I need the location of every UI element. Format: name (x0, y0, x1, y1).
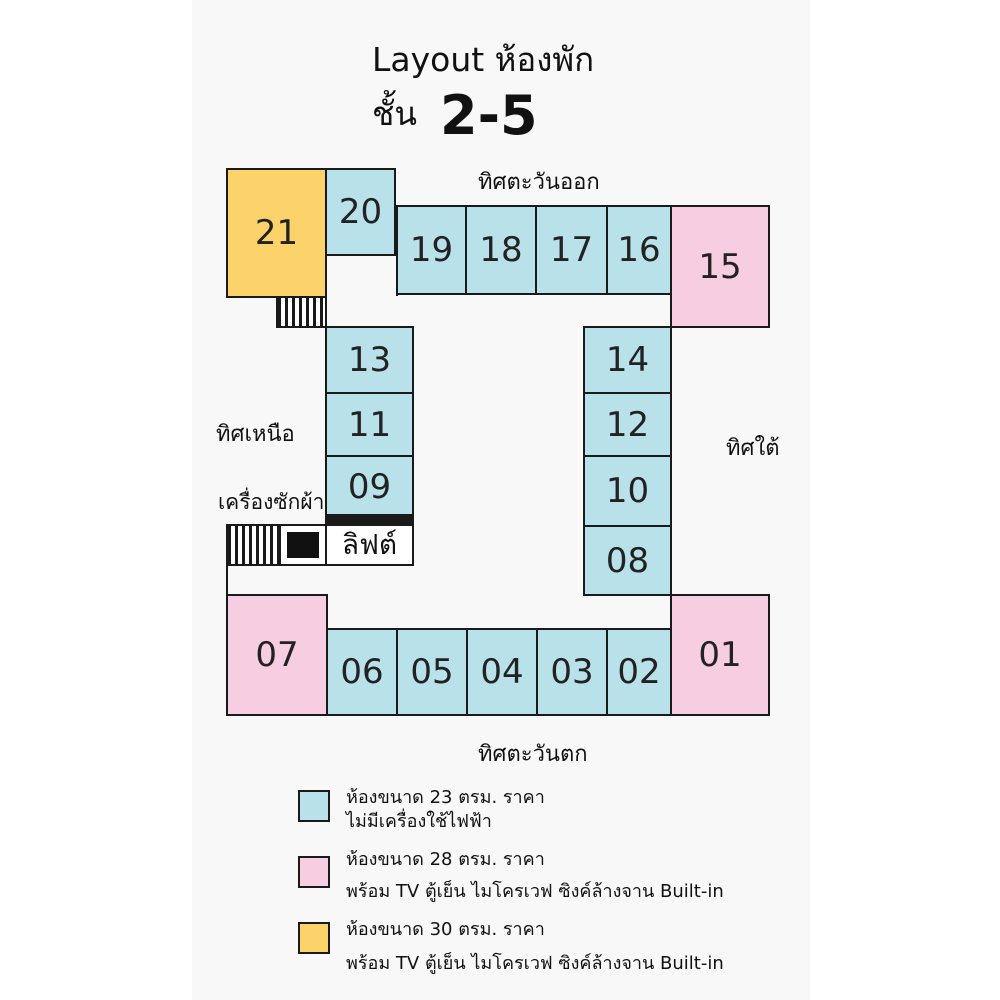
room-16[interactable]: 16 (606, 205, 672, 295)
room-08[interactable]: 08 (583, 525, 672, 596)
legend-swatch-yellow (298, 922, 330, 954)
legend-pink-line2: พร้อม TV ตู้เย็น ไมโครเวฟ ซิงค์ล้างจาน B… (346, 881, 724, 902)
room-15[interactable]: 15 (670, 205, 770, 328)
legend-pink-line1: ห้องขนาด 28 ตรม. ราคา (346, 849, 545, 870)
lift: ลิฟต์ (325, 524, 414, 566)
room-21[interactable]: 21 (226, 168, 327, 298)
washing-machine-icon (287, 532, 319, 558)
legend-swatch-blue (298, 790, 330, 822)
floor-label: ชั้น (372, 94, 417, 133)
stairs-top (276, 296, 327, 328)
corridor-wall-left (226, 564, 228, 596)
background-panel (192, 0, 810, 1000)
lift-header-bar (325, 514, 414, 526)
room-03[interactable]: 03 (536, 628, 608, 716)
room-04[interactable]: 04 (466, 628, 538, 716)
legend-swatch-pink (298, 856, 330, 888)
room-19[interactable]: 19 (396, 205, 467, 295)
room-01[interactable]: 01 (670, 594, 770, 716)
room-14[interactable]: 14 (583, 326, 672, 394)
room-06[interactable]: 06 (326, 628, 398, 716)
room-12[interactable]: 12 (583, 392, 672, 457)
legend-yellow-line1: ห้องขนาด 30 ตรม. ราคา (346, 919, 545, 940)
room-11[interactable]: 11 (325, 392, 414, 457)
room-02[interactable]: 02 (606, 628, 672, 716)
laundry-label: เครื่องซักผ้า (218, 490, 325, 514)
room-17[interactable]: 17 (535, 205, 608, 295)
room-20[interactable]: 20 (325, 168, 396, 256)
direction-south: ทิศใต้ (726, 436, 780, 461)
direction-west: ทิศตะวันตก (478, 742, 588, 767)
direction-east: ทิศตะวันออก (478, 170, 600, 195)
direction-north: ทิศเหนือ (216, 422, 295, 447)
corridor-wall-top (325, 254, 398, 296)
room-05[interactable]: 05 (396, 628, 468, 716)
legend-blue-line2: ไม่มีเครื่องใช้ไฟฟ้า (346, 811, 492, 832)
page-title: Layout ห้องพัก (372, 40, 595, 79)
room-10[interactable]: 10 (583, 455, 672, 527)
room-07[interactable]: 07 (226, 594, 328, 716)
room-09[interactable]: 09 (325, 455, 414, 518)
room-13[interactable]: 13 (325, 326, 414, 394)
legend-yellow-line2: พร้อม TV ตู้เย็น ไมโครเวฟ ซิงค์ล้างจาน B… (346, 953, 724, 974)
floor-range: 2-5 (440, 84, 538, 147)
room-18[interactable]: 18 (465, 205, 537, 295)
legend-blue-line1: ห้องขนาด 23 ตรม. ราคา (346, 787, 545, 808)
stairs-bottom (226, 524, 281, 566)
